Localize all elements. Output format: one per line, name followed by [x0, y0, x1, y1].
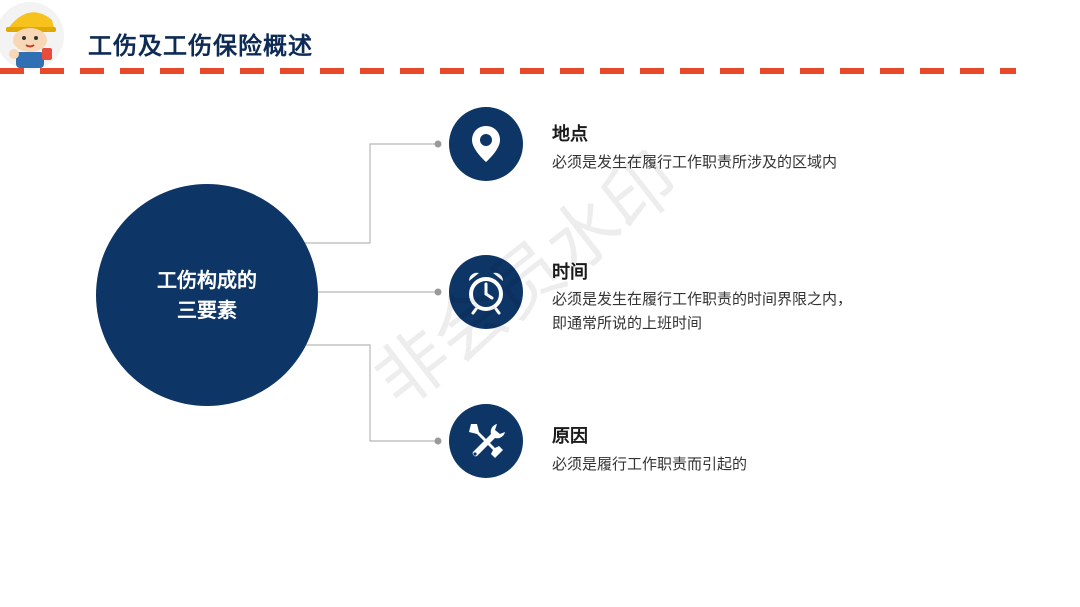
- center-title-line1: 工伤构成的: [157, 268, 257, 292]
- item-heading-location: 地点: [552, 124, 588, 145]
- center-circle: 工伤构成的 三要素: [96, 184, 318, 406]
- mascot-illustration: [0, 2, 64, 70]
- connector-dot: [434, 140, 442, 148]
- item-desc-location: 必须是发生在履行工作职责所涉及的区域内: [552, 153, 838, 171]
- item-desc-time-line2: 即通常所说的上班时间: [552, 314, 703, 332]
- time-icon-circle: [449, 255, 523, 329]
- reason-icon-circle: [449, 404, 523, 478]
- location-pin-icon: [472, 126, 500, 162]
- tools-icon: [469, 424, 505, 458]
- location-icon-circle: [449, 107, 523, 181]
- alarm-clock-icon: [468, 272, 504, 315]
- connector-dot: [434, 437, 442, 445]
- center-title-line2: 三要素: [177, 298, 237, 322]
- connector-dot: [434, 288, 442, 296]
- item-desc-reason: 必须是履行工作职责而引起的: [552, 455, 748, 473]
- page-title: 工伤及工伤保险概述: [88, 32, 313, 60]
- item-heading-time: 时间: [552, 262, 588, 283]
- item-desc-time-line1: 必须是发生在履行工作职责的时间界限之内，: [552, 290, 853, 308]
- dashed-divider: [0, 68, 1016, 74]
- item-heading-reason: 原因: [552, 426, 588, 447]
